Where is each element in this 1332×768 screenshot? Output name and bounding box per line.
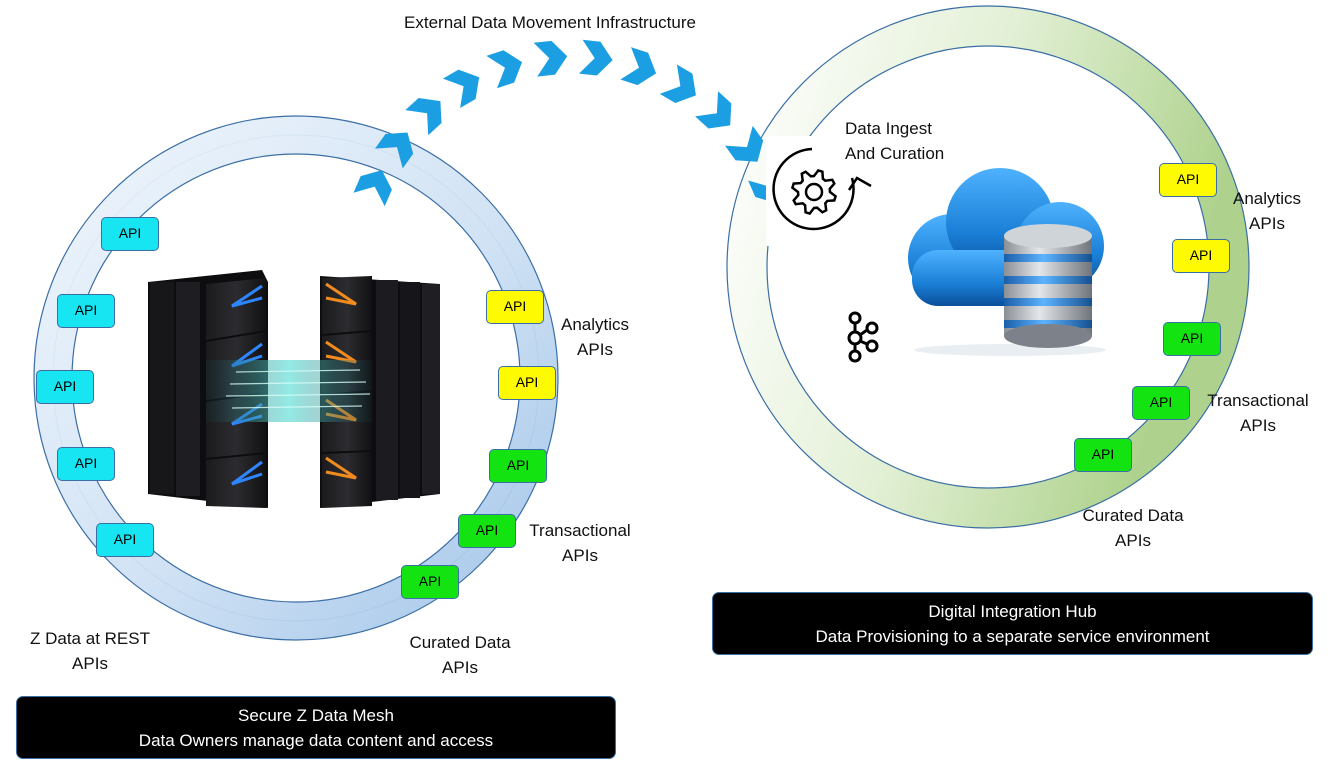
hub-ingest-line2: And Curation — [845, 144, 945, 163]
gear-outline — [790, 168, 838, 216]
left-analytics-line1: Analytics — [560, 315, 630, 334]
left-curated-label: Curated Data APIs — [396, 630, 524, 680]
api-badge-rest-2[interactable]: API — [57, 294, 115, 328]
infrastructure-title: External Data Movement Infrastructure — [404, 13, 696, 32]
api-badge-hub-transactional-2[interactable]: API — [1132, 386, 1190, 420]
api-badge-curated-1[interactable]: API — [401, 565, 459, 599]
left-banner-title: Secure Z Data Mesh — [238, 706, 394, 725]
chevron-8 — [620, 47, 657, 86]
chevron-11 — [725, 125, 764, 162]
hub-analytics-label: Analytics APIs — [1212, 186, 1322, 236]
hub-transactional-line2: APIs — [1240, 416, 1276, 435]
hub-ingest-label: Data Ingest And Curation — [845, 116, 975, 166]
api-badge-rest-5[interactable]: API — [96, 523, 154, 557]
left-analytics-line2: APIs — [577, 340, 613, 359]
hub-analytics-line2: APIs — [1249, 214, 1285, 233]
mainframe-server-icon — [148, 270, 440, 508]
hub-transactional-label: Transactional APIs — [1196, 388, 1320, 438]
hub-ingest-line1: Data Ingest — [845, 119, 932, 138]
hub-curated-line1: Curated Data — [1082, 506, 1184, 525]
chevron-6 — [533, 40, 568, 77]
api-badge-analytics-1[interactable]: API — [486, 290, 544, 324]
api-badge-rest-3[interactable]: API — [36, 370, 94, 404]
left-analytics-label: Analytics APIs — [540, 312, 650, 362]
hub-curated-label: Curated Data APIs — [1068, 503, 1198, 553]
api-badge-hub-curated-1[interactable]: API — [1074, 438, 1132, 472]
chevron-1 — [353, 170, 392, 207]
left-transactional-line1: Transactional — [529, 521, 631, 540]
left-rest-line1: Z Data at REST — [30, 629, 150, 648]
hub-transactional-line1: Transactional — [1207, 391, 1309, 410]
left-banner-subtitle: Data Owners manage data content and acce… — [138, 731, 494, 750]
api-badge-analytics-2[interactable]: API — [498, 366, 556, 400]
api-badge-rest-4[interactable]: API — [57, 447, 115, 481]
left-transactional-line2: APIs — [562, 546, 598, 565]
api-badge-hub-analytics-1[interactable]: API — [1159, 163, 1217, 197]
hub-analytics-line1: Analytics — [1232, 189, 1302, 208]
cloud-database-icon — [908, 166, 1118, 358]
secure-z-data-mesh-banner: Secure Z Data Mesh Data Owners manage da… — [16, 696, 616, 759]
left-curated-line2: APIs — [442, 658, 478, 677]
api-badge-hub-analytics-2[interactable]: API — [1172, 239, 1230, 273]
api-badge-transactional-2[interactable]: API — [458, 514, 516, 548]
right-banner-subtitle: Data Provisioning to a separate service … — [815, 627, 1210, 646]
chevron-4 — [442, 69, 480, 109]
left-rest-label: Z Data at REST APIs — [20, 626, 160, 676]
hub-curated-line2: APIs — [1115, 531, 1151, 550]
chevron-3 — [405, 97, 442, 136]
gear-cycle-icon — [766, 136, 872, 246]
chevron-7 — [578, 39, 613, 76]
left-curated-line1: Curated Data — [409, 633, 511, 652]
api-badge-rest-1[interactable]: API — [101, 217, 159, 251]
chevron-10 — [695, 91, 732, 129]
digital-integration-hub-banner: Digital Integration Hub Data Provisionin… — [712, 592, 1313, 655]
api-badge-transactional-1[interactable]: API — [489, 449, 547, 483]
chevron-9 — [659, 64, 696, 103]
chevron-5 — [486, 50, 523, 89]
left-rest-line2: APIs — [72, 654, 108, 673]
chevron-2 — [375, 132, 414, 169]
right-banner-title: Digital Integration Hub — [928, 602, 1097, 621]
api-badge-hub-transactional-1[interactable]: API — [1163, 322, 1221, 356]
kafka-icon — [847, 311, 879, 363]
left-transactional-label: Transactional APIs — [520, 518, 640, 568]
